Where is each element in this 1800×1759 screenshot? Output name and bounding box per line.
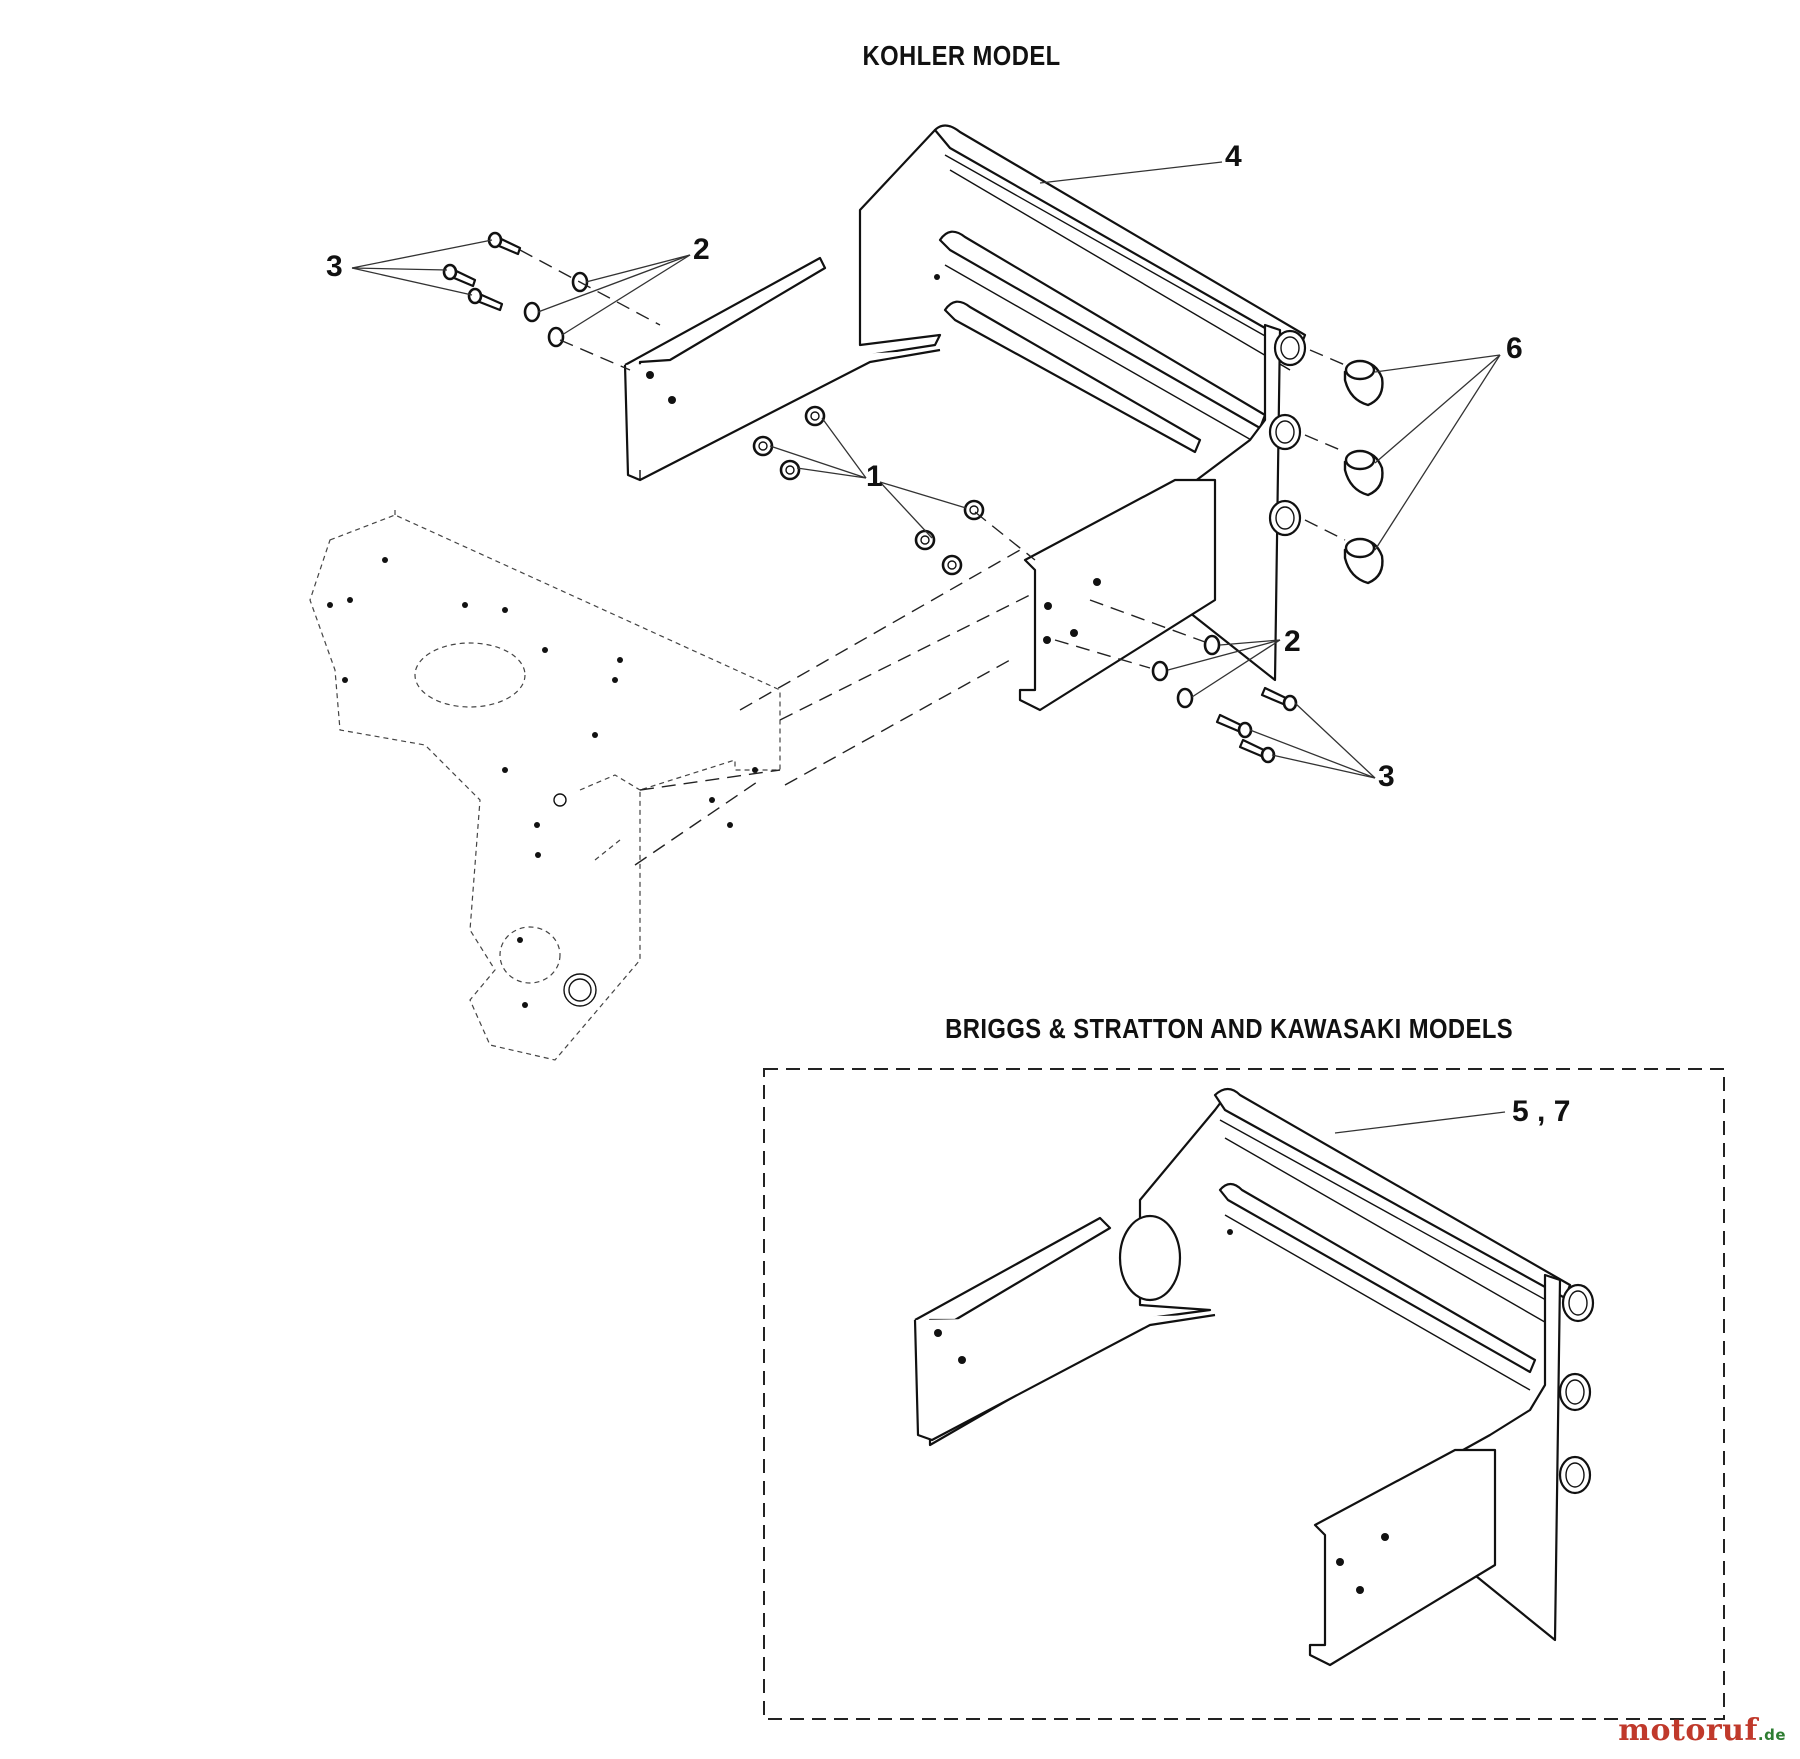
callout-5-7: 5 , 7 bbox=[1512, 1095, 1571, 1128]
flange-nuts bbox=[752, 405, 985, 576]
briggs-kawasaki-bracket bbox=[913, 1087, 1595, 1667]
callout-1: 1 bbox=[866, 460, 883, 493]
bolts bbox=[442, 231, 1298, 764]
chassis-frame bbox=[309, 510, 1041, 1061]
callout-3-top: 3 bbox=[326, 250, 343, 283]
motoruf-watermark: motoruf.de bbox=[1618, 1713, 1786, 1748]
tube-caps bbox=[1343, 359, 1384, 585]
callout-4: 4 bbox=[1225, 140, 1242, 173]
callout-6: 6 bbox=[1506, 332, 1523, 365]
kohler-model-heading: KOHLER MODEL bbox=[862, 40, 1061, 71]
callout-2-top: 2 bbox=[693, 233, 710, 266]
assembly-lines bbox=[519, 249, 1346, 669]
callout-2-bottom: 2 bbox=[1284, 625, 1301, 658]
kohler-bracket bbox=[623, 124, 1307, 712]
inset-frame bbox=[763, 1068, 1725, 1720]
callout-3-bottom: 3 bbox=[1378, 760, 1395, 793]
leader-lines bbox=[351, 161, 1506, 1134]
briggs-kawasaki-heading: BRIGGS & STRATTON AND KAWASAKI MODELS bbox=[945, 1013, 1514, 1044]
